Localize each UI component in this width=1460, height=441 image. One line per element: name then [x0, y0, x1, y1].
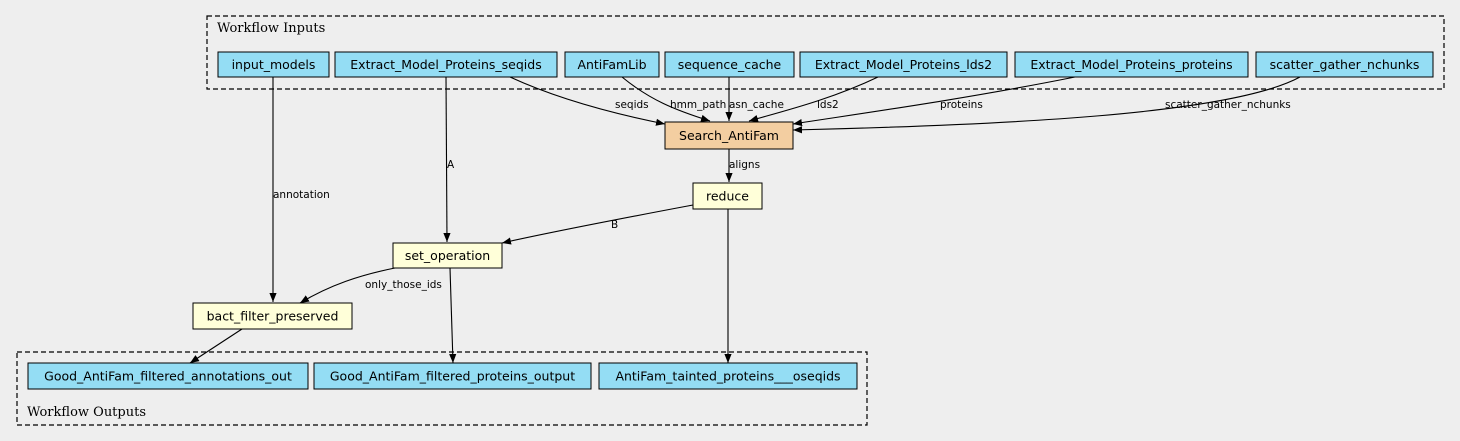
node-bact-filter-preserved[interactable]: bact_filter_preserved: [192, 302, 353, 330]
node-set-operation[interactable]: set_operation: [392, 242, 503, 269]
node-good-antifam-filtered-annotations-out[interactable]: Good_AntiFam_filtered_annotations_out: [27, 362, 309, 390]
edge-only-those-ids[interactable]: only_those_ids: [299, 267, 442, 304]
edge-label-scatter-gather: scatter_gather_nchunks: [1165, 99, 1291, 111]
edge-seqids[interactable]: seqids: [509, 76, 666, 126]
node-antifam-tainted-proteins-oseqids[interactable]: AntiFam_tainted_proteins___oseqids: [598, 362, 858, 390]
edge-aligns[interactable]: aligns: [725, 149, 760, 182]
edge-b[interactable]: B: [501, 204, 694, 245]
node-label-set-operation: set_operation: [405, 248, 490, 263]
node-label-reduce: reduce: [706, 189, 749, 204]
node-label-bact-filter-preserved: bact_filter_preserved: [207, 309, 339, 324]
node-scatter-gather-nchunks[interactable]: scatter_gather_nchunks: [1255, 51, 1434, 78]
edge-label-hmm-path: hmm_path: [670, 99, 726, 111]
edge-label-lds2: lds2: [817, 99, 839, 111]
edge-scatter-gather[interactable]: scatter_gather_nchunks: [792, 76, 1301, 134]
node-extract-model-proteins-proteins[interactable]: Extract_Model_Proteins_proteins: [1014, 51, 1249, 78]
node-label-extract-model-proteins-seqids: Extract_Model_Proteins_seqids: [350, 57, 541, 72]
node-search-antifam[interactable]: Search_AntiFam: [664, 121, 794, 150]
node-label-extract-model-proteins-lds2: Extract_Model_Proteins_lds2: [815, 57, 992, 72]
edge-hmm-path[interactable]: hmm_path: [621, 76, 726, 122]
edge-label-a: A: [447, 159, 455, 171]
edge-proteins[interactable]: proteins: [792, 76, 1076, 127]
output-nodes: Good_AntiFam_filtered_annotations_out Go…: [27, 362, 858, 390]
edge-asn-cache[interactable]: asn_cache: [725, 77, 784, 121]
node-label-extract-model-proteins-proteins: Extract_Model_Proteins_proteins: [1030, 57, 1232, 72]
input-nodes: input_models Extract_Model_Proteins_seqi…: [217, 51, 1434, 78]
edge-annotation[interactable]: annotation: [269, 77, 330, 302]
step-nodes: Search_AntiFam reduce set_operation bact…: [192, 121, 794, 330]
workflow-outputs-label: Workflow Outputs: [27, 405, 146, 420]
edge-a[interactable]: A: [443, 76, 455, 243]
workflow-inputs-label: Workflow Inputs: [217, 21, 325, 36]
node-label-search-antifam: Search_AntiFam: [679, 128, 779, 143]
edge-to-annotations-out[interactable]: [189, 328, 243, 364]
edge-label-aligns: aligns: [729, 159, 760, 171]
node-antifamlib[interactable]: AntiFamLib: [564, 51, 660, 78]
edges: seqids hmm_path asn_cache lds2 proteins …: [189, 76, 1301, 364]
node-label-good-antifam-filtered-proteins-output: Good_AntiFam_filtered_proteins_output: [330, 369, 575, 384]
edge-label-seqids: seqids: [615, 99, 649, 111]
edge-to-proteins-output[interactable]: [449, 267, 457, 364]
edge-lds2[interactable]: lds2: [748, 76, 879, 122]
workflow-inputs-cluster: Workflow Inputs: [206, 15, 1445, 90]
node-label-scatter-gather-nchunks: scatter_gather_nchunks: [1270, 57, 1420, 72]
edge-label-only-those-ids: only_those_ids: [365, 279, 442, 291]
node-extract-model-proteins-lds2[interactable]: Extract_Model_Proteins_lds2: [799, 51, 1008, 78]
node-label-antifam-tainted-proteins-oseqids: AntiFam_tainted_proteins___oseqids: [615, 369, 840, 384]
node-label-input-models: input_models: [232, 57, 316, 72]
node-reduce[interactable]: reduce: [692, 182, 763, 210]
edge-label-asn-cache: asn_cache: [729, 99, 784, 111]
node-label-good-antifam-filtered-annotations-out: Good_AntiFam_filtered_annotations_out: [44, 369, 292, 384]
node-extract-model-proteins-seqids[interactable]: Extract_Model_Proteins_seqids: [334, 51, 558, 78]
node-label-antifamlib: AntiFamLib: [577, 57, 646, 72]
node-input-models[interactable]: input_models: [217, 51, 330, 78]
workflow-outputs-cluster: Workflow Outputs: [16, 351, 868, 426]
node-good-antifam-filtered-proteins-output[interactable]: Good_AntiFam_filtered_proteins_output: [313, 362, 592, 390]
edge-label-proteins: proteins: [940, 99, 983, 111]
node-label-sequence-cache: sequence_cache: [678, 57, 782, 72]
edge-label-b: B: [611, 219, 618, 231]
node-sequence-cache[interactable]: sequence_cache: [664, 51, 795, 78]
edge-label-annotation: annotation: [273, 189, 330, 201]
